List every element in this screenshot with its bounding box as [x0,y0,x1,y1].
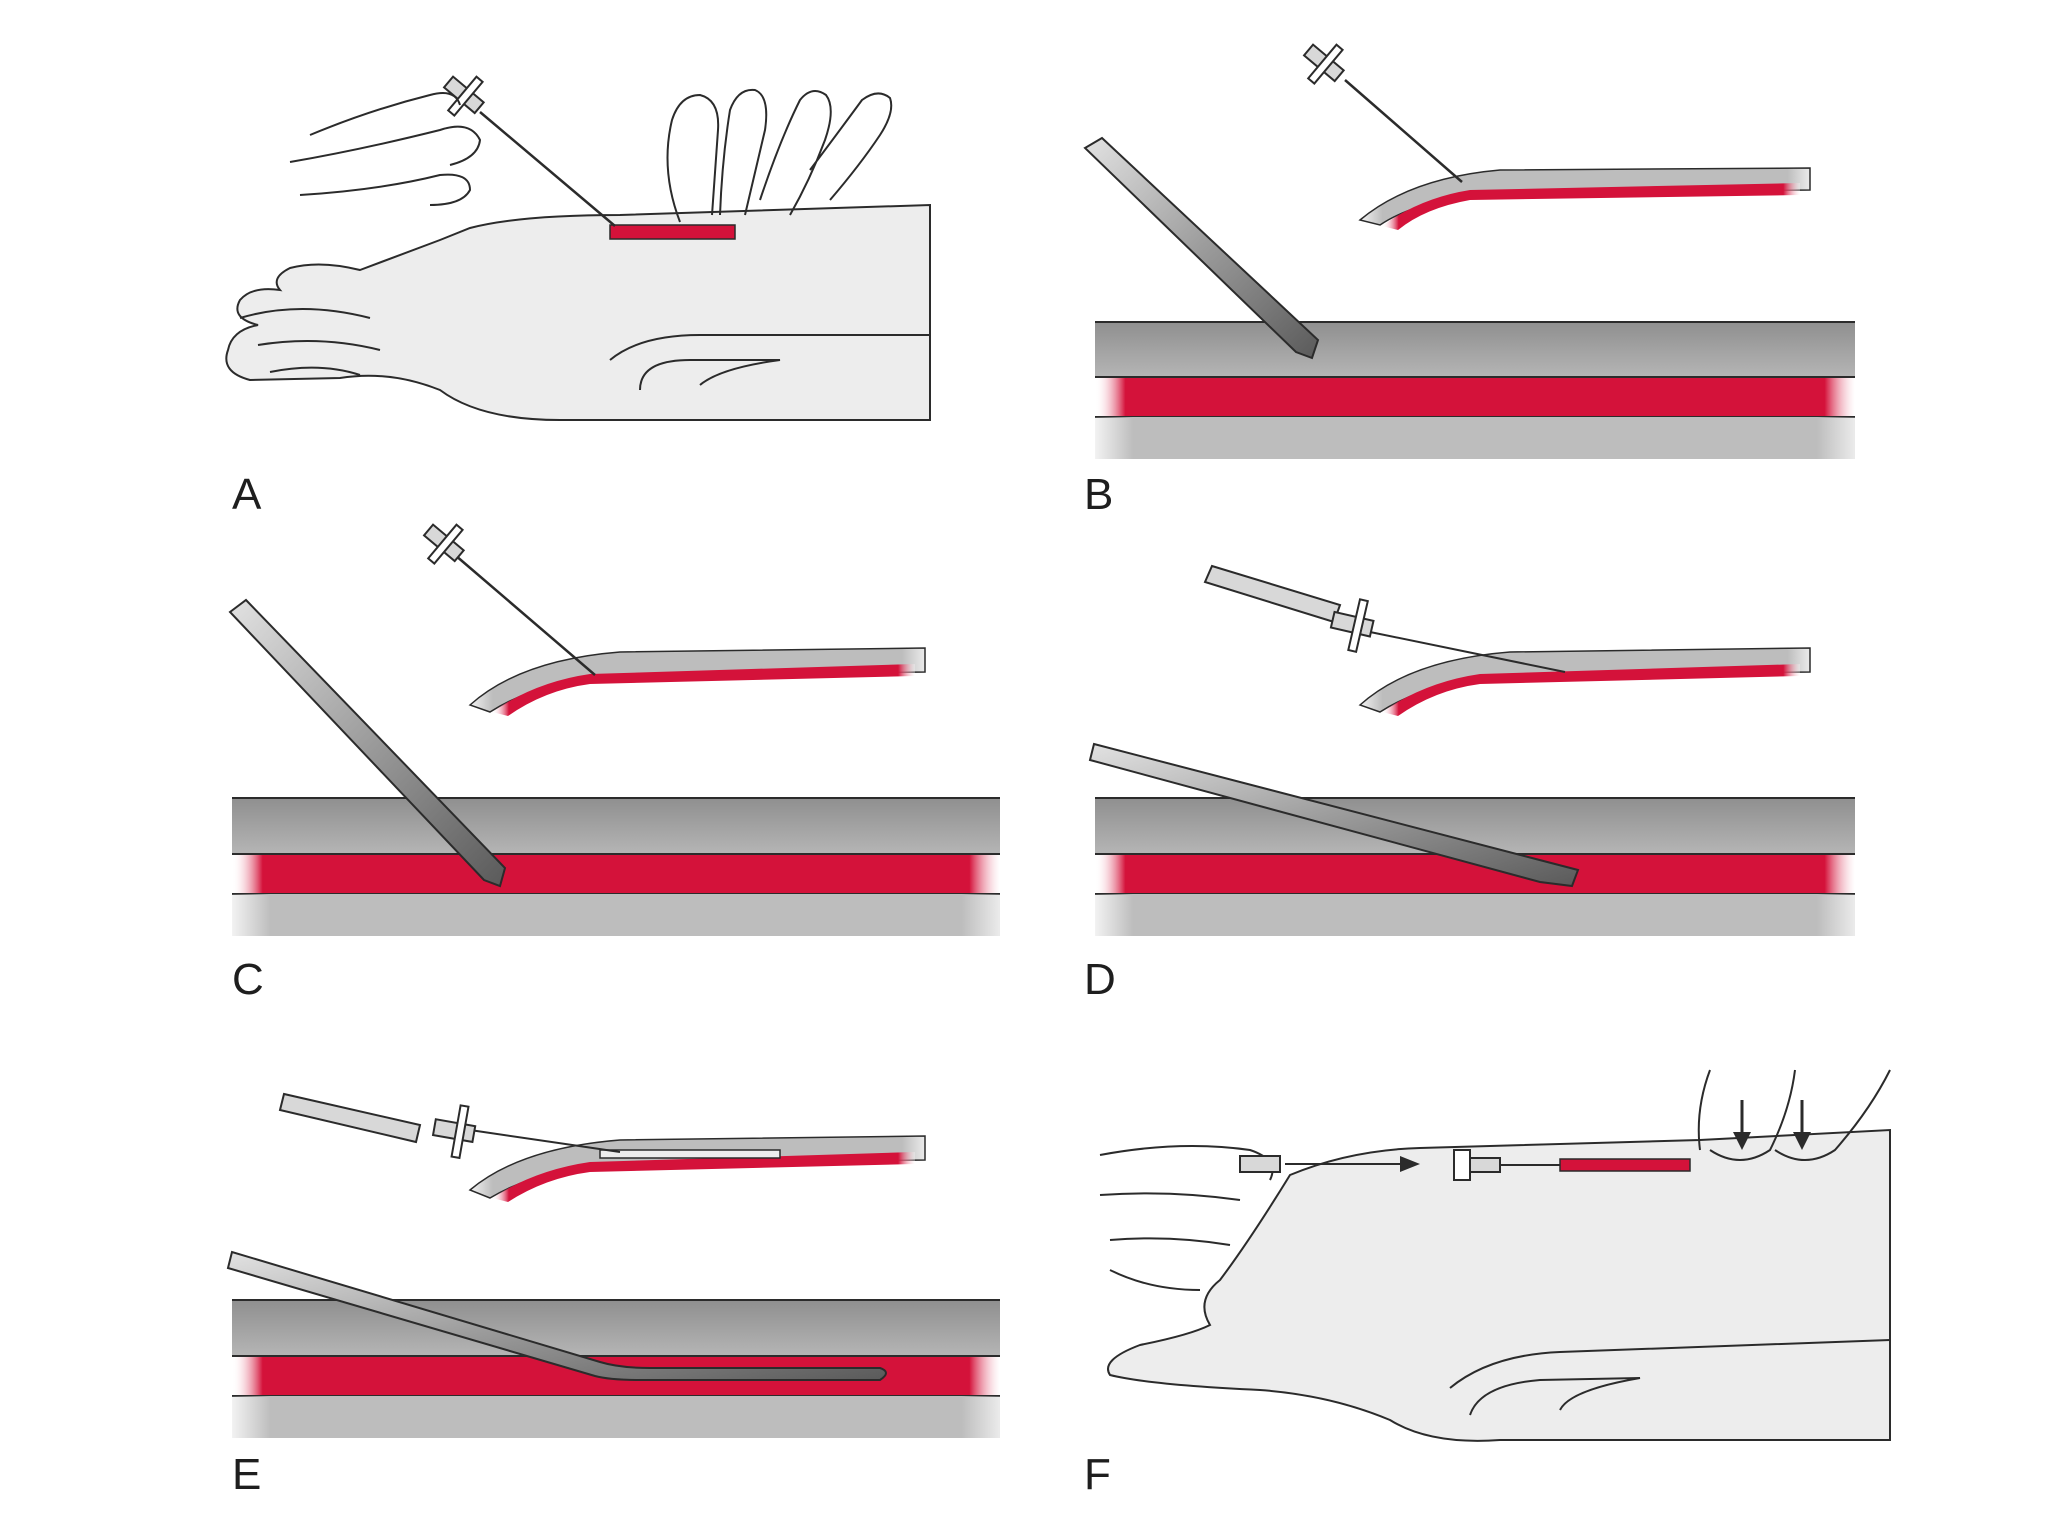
artery-segment [609,224,736,240]
needle-icon [1344,79,1463,183]
artery-layer [1095,377,1855,417]
arrow-head [1400,1156,1420,1172]
tissue-layer [1095,322,1855,377]
panel-label-f: F [1084,1450,1112,1499]
forearm-shape [1107,1128,1891,1442]
syringe-icon [1203,564,1342,624]
down-arrow-icon [1733,1100,1751,1150]
hand-icon [289,92,482,206]
needle-icon [228,598,507,888]
tissue-layer [232,798,1000,854]
deep-tissue [232,1396,1000,1438]
panel-c [228,523,1000,936]
inset-vessel-red [492,1152,915,1202]
guidewire-icon [469,1129,621,1153]
inset-vessel-red [1382,183,1800,230]
forearm-shape [225,203,931,421]
guidewire-icon [1369,631,1566,673]
hand-icon [1099,1145,1274,1291]
syringe-icon [278,1092,422,1144]
panel-label-b: B [1084,470,1115,519]
catheter-hub-icon [442,75,486,117]
wrist-icon [1449,1339,1891,1416]
panel-e [226,1092,1000,1438]
needle-icon [226,1250,887,1381]
needle-icon [454,554,596,676]
catheter-hub-icon [431,1104,477,1160]
panel-b [1083,43,1855,459]
finger-icon [666,88,893,223]
artery-layer [232,854,1000,894]
catheter-hub-icon [1329,598,1375,653]
guidewire-icon [599,1149,781,1159]
panel-f [1099,1069,1891,1442]
deep-tissue [1095,417,1855,459]
wrist-icon [609,334,930,391]
inset-vessel-red [1382,664,1800,716]
finger-icon [1697,1069,1891,1161]
catheter-hub-icon [422,523,466,565]
down-arrow-icon [1793,1100,1811,1150]
artery-segment [1559,1158,1691,1172]
hand-icon [239,308,381,376]
tissue-layer [232,1300,1000,1356]
panel-label-e: E [232,1450,263,1499]
panel-a [225,75,931,421]
needle-icon [1088,742,1580,888]
panel-label-a: A [232,470,263,519]
needle-icon [1083,136,1320,360]
deep-tissue [1095,894,1855,936]
catheter-hub-icon [1239,1149,1501,1181]
panel-d [1088,564,1855,936]
needle-icon [479,111,616,227]
catheter-hub-icon [1302,43,1346,85]
panel-label-c: C [232,955,265,1004]
inset-vessel-red [492,664,915,716]
panel-label-d: D [1084,955,1117,1004]
deep-tissue [232,894,1000,936]
